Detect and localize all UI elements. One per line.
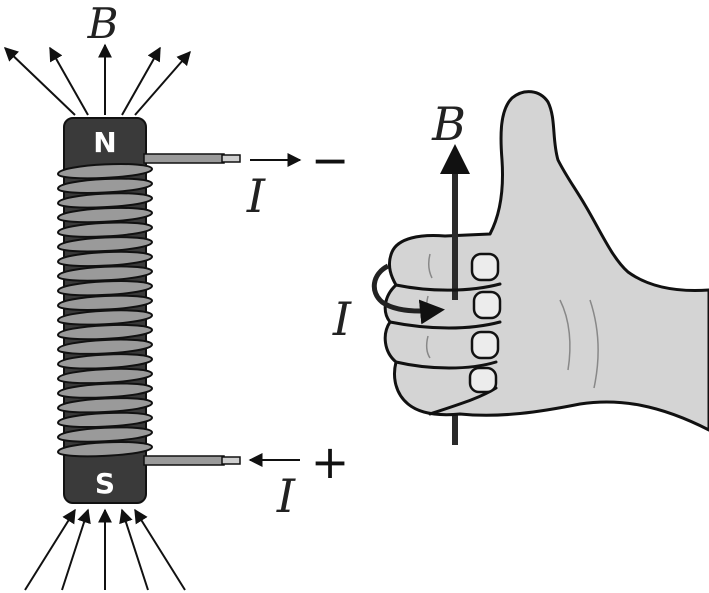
fingernails [468, 252, 502, 394]
coil-turn [56, 353, 154, 370]
coil-turn [56, 441, 154, 458]
coil-turn [56, 163, 154, 180]
current-curl-arrow [371, 263, 445, 325]
positive-terminal: + [311, 435, 350, 489]
coil-turn [56, 367, 154, 385]
field-label-b: B [87, 0, 119, 48]
field-lines-bottom [24, 508, 186, 591]
coil-turn [56, 294, 154, 311]
hand-field-label-b: B [431, 97, 466, 151]
coil-turn [56, 280, 154, 297]
coil-turn [56, 250, 154, 268]
coil-turn [56, 309, 154, 326]
south-pole-label: S [95, 467, 115, 500]
current-label-bottom: I [276, 469, 296, 523]
coil-turn [56, 192, 154, 209]
coil-turn [56, 177, 154, 194]
top-lead-wire [143, 153, 241, 164]
coil-turn [56, 338, 154, 355]
right-hand-grip: B I [332, 90, 709, 445]
bottom-lead-wire [143, 455, 241, 466]
north-pole-label: N [93, 126, 116, 159]
negative-terminal: − [311, 133, 350, 187]
solenoid: B N S I I − + [3, 0, 350, 591]
field-lines-top [3, 43, 191, 116]
coil-turn [56, 221, 154, 238]
coil-turn [56, 236, 154, 253]
coil-turn [56, 323, 154, 341]
hand-silhouette [383, 90, 709, 432]
coil-turn [56, 411, 154, 429]
hand-current-label: I [332, 292, 352, 346]
current-label-top: I [246, 169, 266, 223]
coil-turn [56, 426, 154, 443]
coil-turn [56, 206, 154, 224]
coil-turn [56, 265, 154, 282]
coil-turn [56, 382, 154, 399]
coil [56, 163, 154, 458]
coil-turn [56, 397, 154, 414]
